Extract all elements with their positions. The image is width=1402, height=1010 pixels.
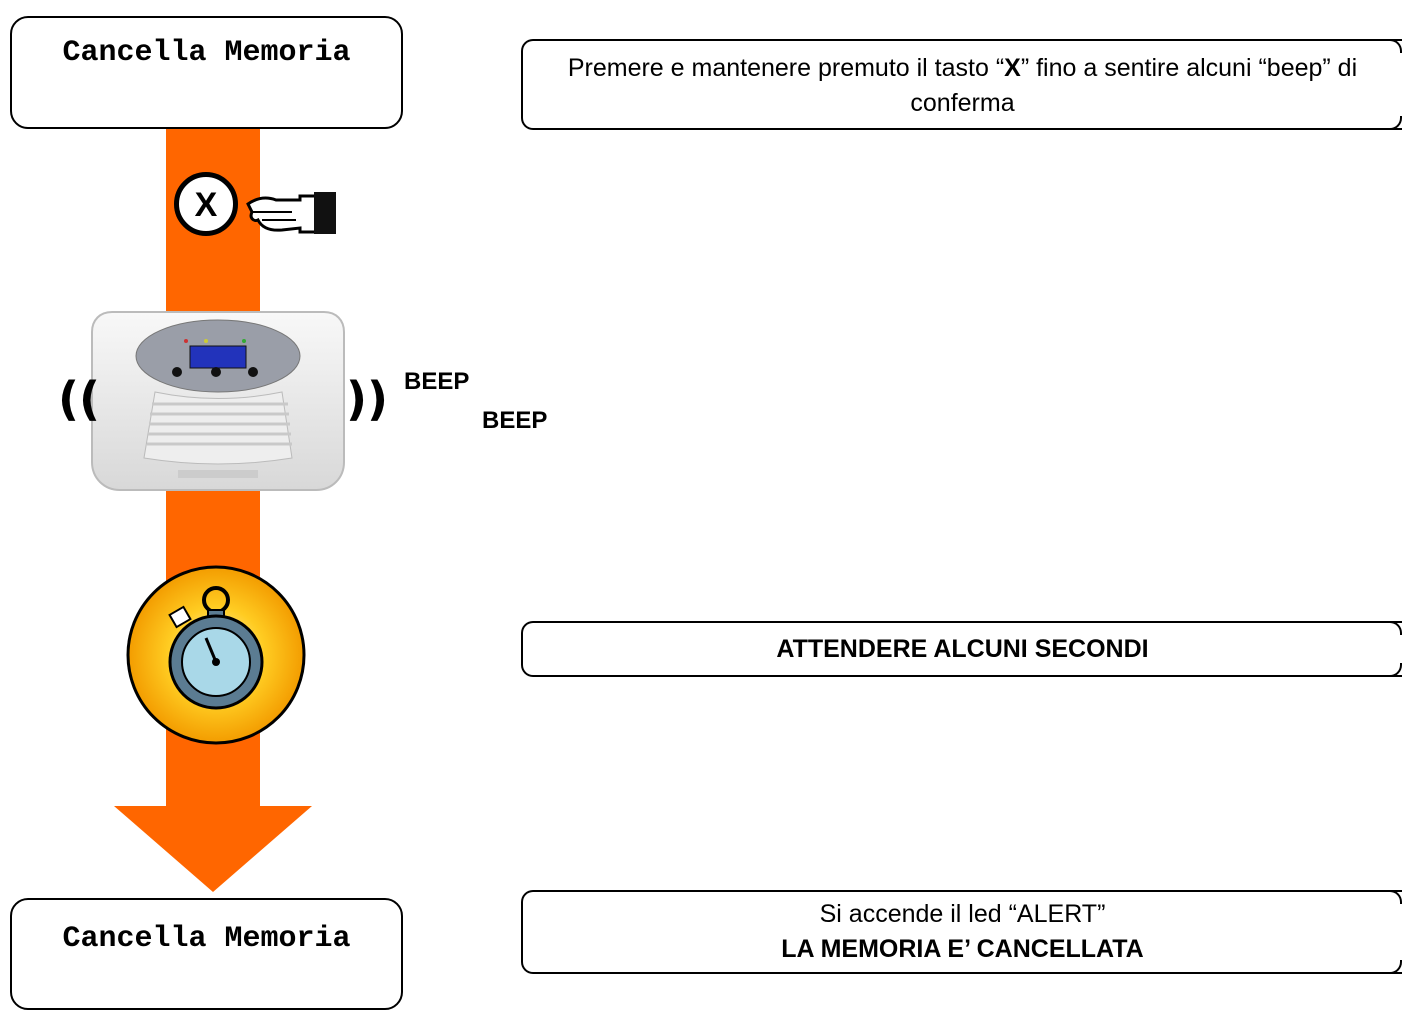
step-3-note: Si accende il led “ALERT” LA MEMORIA E’ …	[521, 890, 1402, 974]
x-key-label: X	[194, 186, 218, 224]
step-1-text-before: Premere e mantenere premuto il tasto “	[567, 54, 1005, 82]
step-1-text-after: ” fino a sentire alcuni “beep” di confer…	[910, 54, 1358, 117]
step-3-line-2: LA MEMORIA E’ CANCELLATA	[781, 935, 1144, 963]
beep-label-1: BEEP	[404, 368, 470, 395]
sound-wave-right-icon: ))	[346, 372, 389, 426]
flow-arrow	[114, 128, 312, 892]
beep-label-2: BEEP	[482, 407, 548, 434]
footer-title: Cancella Memoria	[62, 922, 351, 956]
stopwatch-icon	[126, 565, 306, 745]
step-3-line-1: Si accende il led “ALERT”	[819, 900, 1106, 928]
footer-display-box: Cancella Memoria	[10, 898, 403, 1010]
sound-wave-left-icon: ((	[58, 372, 101, 426]
step-1-note: Premere e mantenere premuto il tasto “X”…	[521, 39, 1402, 130]
header-display-box: Cancella Memoria	[10, 16, 403, 129]
x-key-button: X	[174, 172, 238, 236]
header-title: Cancella Memoria	[62, 36, 351, 70]
alarm-panel-icon	[91, 311, 345, 491]
step-2-text: ATTENDERE ALCUNI SECONDI	[776, 635, 1149, 663]
step-1-text: Premere e mantenere premuto il tasto “X”…	[523, 51, 1402, 121]
step-1-key: X	[1004, 54, 1021, 82]
step-2-note: ATTENDERE ALCUNI SECONDI	[521, 621, 1402, 677]
pointing-hand-icon	[246, 192, 336, 234]
